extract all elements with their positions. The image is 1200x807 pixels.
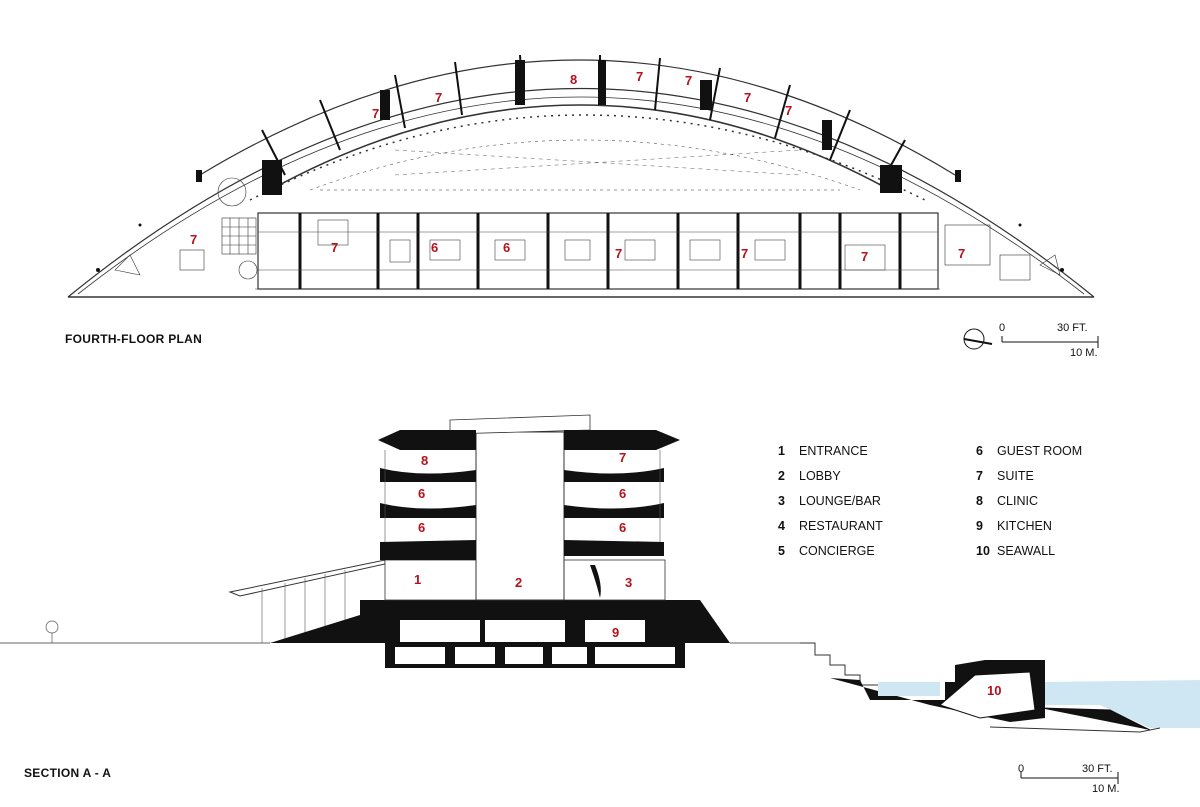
plan-label-7d: 7	[685, 73, 692, 88]
section-label-8: 8	[421, 453, 428, 468]
section-label-6c: 6	[619, 486, 626, 501]
plan-label-7i: 7	[615, 246, 622, 261]
section-label-7: 7	[619, 450, 626, 465]
section-label-6b: 6	[418, 520, 425, 535]
plan-label-7c: 7	[636, 69, 643, 84]
plan-title: FOURTH-FLOOR PLAN	[65, 332, 203, 346]
tree-icon	[45, 620, 59, 643]
plan-label-7k: 7	[861, 249, 868, 264]
plan-label-8: 8	[570, 72, 577, 87]
plan-scale-meters: 10 M.	[1070, 347, 1098, 359]
section-room-labels: 8 6 6 7 6 6 1 2 3 9 10	[414, 450, 1001, 698]
plan-label-7a: 7	[372, 106, 379, 121]
plan-label-7l: 7	[958, 246, 965, 261]
plan-scale-feet: 30 FT.	[1057, 322, 1088, 334]
section-scale-meters: 10 M.	[1092, 783, 1120, 795]
section-label-9: 9	[612, 625, 619, 640]
fourth-floor-plan	[67, 54, 1095, 298]
plan-label-6a: 6	[431, 240, 438, 255]
plan-label-6b: 6	[503, 240, 510, 255]
section-label-6a: 6	[418, 486, 425, 501]
plan-scale-bar: 0 30 FT. 10 M.	[999, 322, 1099, 359]
section-label-1: 1	[414, 572, 421, 587]
section-scale-zero: 0	[1018, 763, 1024, 775]
plan-label-7b: 7	[435, 90, 442, 105]
section-title: SECTION A - A	[24, 766, 112, 780]
section-label-6d: 6	[619, 520, 626, 535]
plan-scale-zero: 0	[999, 322, 1005, 334]
section-label-10: 10	[987, 683, 1001, 698]
plan-label-7h: 7	[331, 240, 338, 255]
plan-label-7j: 7	[741, 246, 748, 261]
section-scale-feet: 30 FT.	[1082, 763, 1113, 775]
section-a-a	[0, 414, 1200, 733]
section-label-2: 2	[515, 575, 522, 590]
plan-label-7g: 7	[190, 232, 197, 247]
north-arrow-icon	[963, 328, 993, 350]
section-scale-bar: 0 30 FT. 10 M.	[1018, 763, 1120, 795]
plan-label-7e: 7	[744, 90, 751, 105]
plan-room-labels: 8 7 7 7 7 7 7 7 7 6 6 7 7 7 7	[190, 69, 965, 264]
plan-label-7f: 7	[785, 103, 792, 118]
section-label-3: 3	[625, 575, 632, 590]
